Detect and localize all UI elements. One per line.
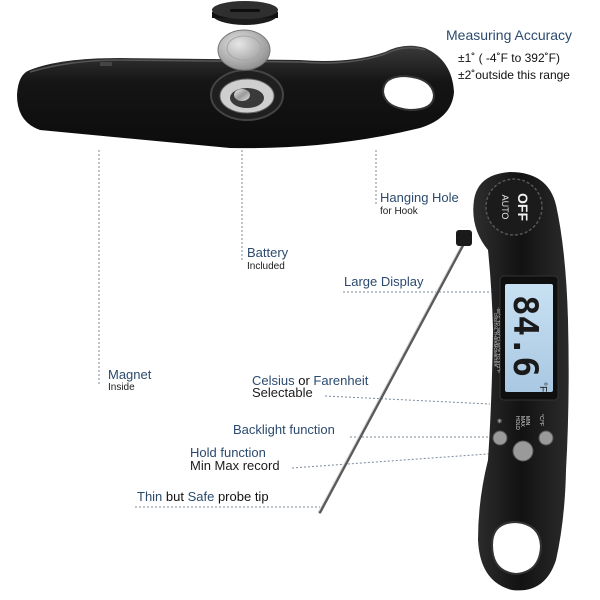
- auto-off-line2: OFF: [515, 193, 531, 221]
- probe-tip: probe tip: [214, 489, 269, 504]
- farenheit-word: Farenheit: [313, 373, 369, 388]
- range-text: -58°C TO 300°C/-58°F TO 572°F: [496, 307, 501, 373]
- btn-label-min: MIN: [524, 416, 530, 426]
- large-display-title: Large Display: [344, 274, 424, 289]
- hanging-hole-title: Hanging Hole: [380, 190, 459, 205]
- probe-safe: Safe: [187, 489, 215, 504]
- hold-button: [492, 430, 508, 446]
- accuracy-title: Measuring Accuracy: [446, 27, 573, 43]
- battery-sub: Included: [247, 261, 285, 272]
- probe-title: Thin but Safe probe tip: [137, 489, 269, 504]
- brand-text: DIGITAL THERMOMETER: [493, 313, 498, 367]
- battery-title: Battery: [247, 245, 289, 260]
- btn-label-unit: °C/°F: [538, 414, 544, 426]
- probe-but: but: [162, 489, 188, 504]
- celsius-or: or: [294, 373, 314, 388]
- thermometer-back-view: [17, 1, 454, 149]
- unit-button: [512, 440, 534, 462]
- probe-thin: Thin: [137, 489, 163, 504]
- accuracy-line1: ±1˚ ( -4˚F to 392˚F): [458, 51, 560, 65]
- leader-lines: [98, 150, 516, 508]
- auto-off-line1: AUTO: [500, 195, 510, 220]
- btn-label-max: MAX: [519, 416, 525, 428]
- lcd-unit: °F: [537, 382, 548, 392]
- hold-sub: Min Max record: [190, 458, 280, 473]
- thermometer-front-view: [473, 172, 569, 591]
- auto-off-button: [485, 178, 543, 236]
- hanging-hole-sub: for Hook: [380, 206, 418, 217]
- accuracy-line2: ±2˚outside this range: [458, 68, 570, 82]
- celsius-title: Celsius or Farenheit: [252, 373, 369, 388]
- backlight-button: [538, 430, 554, 446]
- backlight-title: Backlight function: [233, 422, 335, 437]
- lcd-reading: 84.6: [505, 295, 545, 377]
- hold-title: Hold function: [190, 445, 266, 460]
- celsius-sub: Selectable: [252, 385, 313, 400]
- lcd-screen: [505, 284, 553, 392]
- magnet-title: Magnet: [108, 367, 152, 382]
- probe: [318, 230, 472, 514]
- backlight-icon: ✳: [495, 418, 503, 424]
- celsius-word: Celsius: [252, 373, 295, 388]
- hanging-hole: [381, 74, 436, 112]
- btn-label-hold: HOLD: [514, 416, 520, 430]
- bottom-hanging-hole: [490, 520, 543, 576]
- magnet-sub: Inside: [108, 382, 135, 393]
